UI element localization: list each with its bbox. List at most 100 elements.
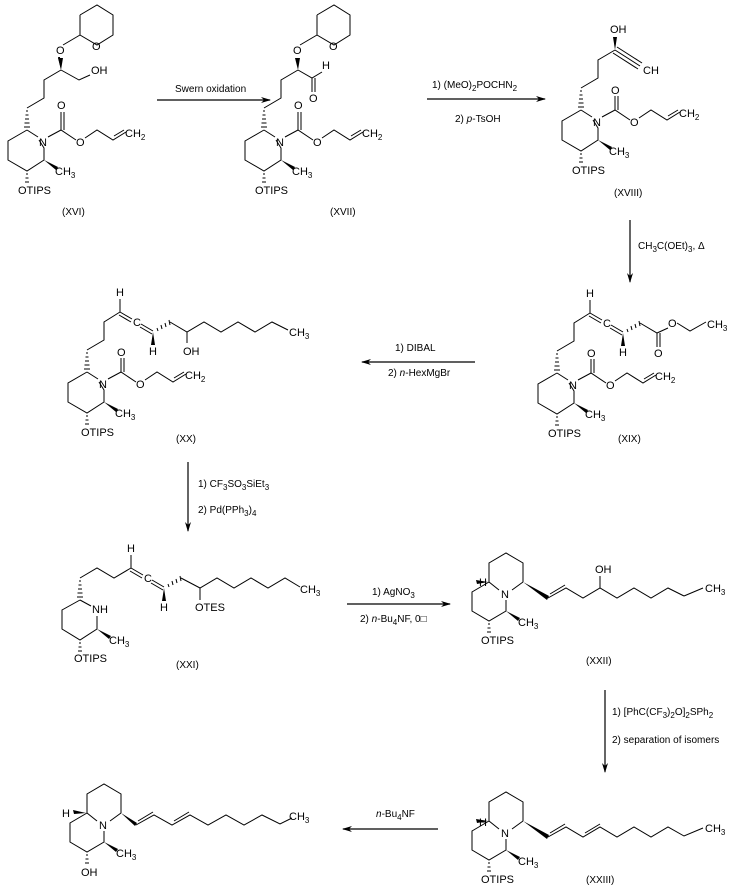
atom-o: O <box>587 348 596 360</box>
atom-n: N <box>99 820 107 832</box>
reagent-text: 1) [PhC(CF3)2O]2SPh2 <box>612 707 714 720</box>
compound-label: (XXI) <box>176 660 199 671</box>
atom-o: O <box>136 379 145 391</box>
allene-carbon: C <box>603 318 611 330</box>
compound-final-product: H N CH3 OH CH3 <box>62 783 310 879</box>
otips-group: OTIPS <box>481 874 514 886</box>
reagent-text: n-Bu4NF <box>376 809 415 822</box>
reagent-text: 2) Pd(PPh3)4 <box>198 505 257 518</box>
atom-o: O <box>117 347 126 359</box>
hashed-bond <box>85 415 89 425</box>
methyl: CH3 <box>518 856 539 870</box>
hashed-bond <box>85 854 89 864</box>
atom-o: O <box>76 137 85 149</box>
stereo-wedge <box>613 37 617 50</box>
atom-oh: OH <box>610 24 627 36</box>
compound-label: (XXII) <box>586 656 612 667</box>
reaction-arrow-8: n-Bu4NF <box>342 809 438 832</box>
hashed-bond <box>487 623 491 633</box>
stereo-wedge <box>476 819 488 823</box>
hashed-bond <box>25 173 29 183</box>
methyl: CH3 <box>518 617 539 631</box>
atom-n: N <box>276 137 284 149</box>
methyl: CH3 <box>705 583 726 597</box>
atom-h: H <box>149 346 157 358</box>
methyl: CH3 <box>55 166 76 180</box>
reagent-text: 2) n-Bu4NF, 0□ <box>360 614 427 627</box>
methylene: CH2 <box>362 128 383 142</box>
hashed-bond <box>554 353 560 371</box>
methyl: CH3 <box>609 146 630 160</box>
atom-oh: OH <box>81 867 98 879</box>
hashed-bond <box>167 575 182 588</box>
reagent-text: CH3C(OEt)3, Δ <box>638 241 705 254</box>
hashed-bond <box>626 320 641 333</box>
atom-h: H <box>479 577 487 589</box>
reagent-text: Swern oxidation <box>175 84 246 95</box>
atom-nh: NH <box>92 604 108 616</box>
hashed-bond <box>579 153 583 163</box>
atom-h: H <box>160 602 168 614</box>
reagent-text: 1) (MeO)2POCHN2 <box>432 80 518 93</box>
atom-oh: OH <box>595 564 612 576</box>
stereo-wedge <box>598 140 612 150</box>
compound-xvii: O O H O N CH3 OTIPS O O CH2 (XVII) <box>244 4 383 218</box>
stereo-wedge <box>104 402 118 412</box>
reaction-arrow-4: 1) DIBAL 2) n-HexMgBr <box>361 343 475 379</box>
otips-group: OTIPS <box>572 165 605 177</box>
compound-xxi: H C H OTES CH3 NH CH3 OTIPS (XXI) <box>61 543 321 671</box>
compound-xix: H C H O O CH3 N CH3 OTIPS <box>537 288 728 445</box>
methylene: CH2 <box>655 371 676 385</box>
hashed-bond <box>487 862 491 872</box>
stereo-wedge <box>574 403 588 413</box>
compound-label: (XXIII) <box>586 875 614 886</box>
reagent-text: 2) separation of isomers <box>612 735 719 746</box>
atom-h: H <box>619 347 627 359</box>
atom-oh: OH <box>183 346 200 358</box>
stereo-wedge <box>506 850 520 860</box>
atom-o: O <box>654 348 663 360</box>
atom-oh: OH <box>91 65 108 77</box>
alkyne-ch: CH <box>643 65 659 77</box>
reaction-arrow-6: 1) AgNO3 2) n-Bu4NF, 0□ <box>347 587 451 627</box>
hashed-bond <box>555 416 559 426</box>
methyl: CH3 <box>289 811 310 825</box>
compound-label: (XIX) <box>618 434 641 445</box>
methyl: CH3 <box>300 584 321 598</box>
stereo-wedge <box>281 160 295 170</box>
atom-o: O <box>329 41 338 53</box>
atom-o: O <box>630 117 639 129</box>
hashed-bond <box>578 90 584 108</box>
methyl: CH3 <box>705 823 726 837</box>
methyl: CH3 <box>585 409 606 423</box>
stereo-wedge <box>523 821 549 839</box>
otes-group: OTES <box>195 602 225 614</box>
atom-h: H <box>116 287 124 299</box>
reaction-arrow-3: CH3C(OEt)3, Δ <box>627 220 705 283</box>
methyl: CH3 <box>292 166 313 180</box>
stereo-wedge <box>476 580 488 584</box>
stereo-wedge <box>97 629 111 639</box>
atom-o: O <box>56 45 65 57</box>
stereo-wedge <box>523 582 549 600</box>
atom-n: N <box>593 117 601 129</box>
otips-group: OTIPS <box>81 427 114 439</box>
stereo-wedge <box>104 842 118 852</box>
hashed-bond <box>84 352 90 370</box>
thp-ring <box>79 4 114 46</box>
otips-group: OTIPS <box>481 635 514 647</box>
compound-label: (XVIII) <box>614 188 642 199</box>
methylene: CH2 <box>679 108 700 122</box>
otips-group: OTIPS <box>74 653 107 665</box>
atom-o: O <box>92 41 101 53</box>
hashed-bond <box>262 173 266 183</box>
hashed-bond <box>78 642 82 652</box>
atom-h: H <box>322 60 330 72</box>
otips-group: OTIPS <box>255 185 288 197</box>
compound-label: (XX) <box>176 434 196 445</box>
atom-o: O <box>313 137 322 149</box>
methyl: CH3 <box>289 327 310 341</box>
atom-n: N <box>569 380 577 392</box>
atom-o: O <box>309 93 318 105</box>
